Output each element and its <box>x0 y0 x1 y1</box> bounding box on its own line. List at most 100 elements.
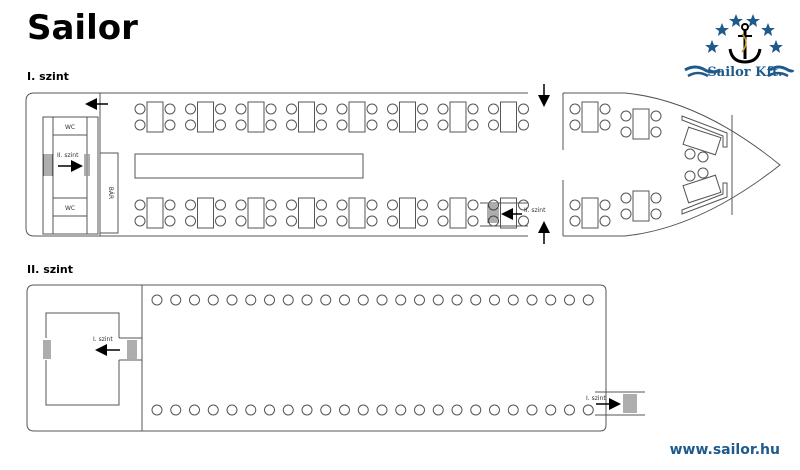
seat <box>320 294 332 306</box>
table-with-chairs <box>286 197 327 229</box>
table <box>581 101 599 133</box>
seat <box>357 404 369 416</box>
chair <box>467 215 479 227</box>
table <box>449 101 467 133</box>
table-with-chairs <box>437 101 479 133</box>
chair <box>215 119 226 131</box>
stairs-icon <box>43 154 90 176</box>
chair <box>286 215 297 227</box>
table <box>146 197 164 229</box>
seat <box>545 294 557 306</box>
chair <box>286 199 297 211</box>
seat <box>395 404 407 416</box>
table <box>247 197 265 229</box>
deck1-stairs-right-label: II. szint <box>524 207 546 214</box>
chair <box>265 119 277 131</box>
chair <box>387 199 398 211</box>
seat <box>207 294 219 306</box>
chair <box>650 126 662 138</box>
chair <box>336 215 348 227</box>
table <box>399 101 416 133</box>
chair <box>650 192 662 204</box>
deck2-stairs-left-label: I. szint <box>93 336 113 343</box>
chair <box>387 119 398 131</box>
table <box>399 197 416 229</box>
seat <box>526 294 538 306</box>
chair <box>437 215 449 227</box>
seat <box>301 404 313 416</box>
chair <box>599 215 611 227</box>
chair <box>215 103 226 115</box>
deck1-label: I. szint <box>27 70 69 83</box>
chair <box>620 192 632 204</box>
chair <box>467 119 479 131</box>
seat <box>564 404 575 416</box>
table-with-chairs <box>235 197 277 229</box>
seat <box>151 294 163 306</box>
table-with-chairs <box>569 101 611 133</box>
table <box>247 101 265 133</box>
seat <box>226 294 238 306</box>
seat <box>207 404 219 416</box>
seat <box>489 294 500 306</box>
chair <box>235 215 247 227</box>
chair <box>215 215 226 227</box>
chair <box>417 119 428 131</box>
seat <box>451 404 463 416</box>
chair <box>134 119 146 131</box>
chair <box>387 215 398 227</box>
seat <box>301 294 313 306</box>
deck1-outline <box>25 92 781 237</box>
seat <box>339 404 350 416</box>
seat <box>376 404 388 416</box>
chair <box>569 199 581 211</box>
wc-block <box>42 116 119 235</box>
table-with-chairs <box>134 197 176 229</box>
chair <box>336 103 348 115</box>
chair <box>286 119 297 131</box>
seat <box>282 404 294 416</box>
deck1-stairs-right <box>480 202 528 227</box>
table-with-chairs <box>620 190 662 222</box>
table <box>348 101 366 133</box>
seat <box>376 294 388 306</box>
chair <box>569 119 581 131</box>
table-with-chairs <box>336 101 378 133</box>
table-with-chairs <box>488 101 529 133</box>
bow-lounge <box>681 115 728 215</box>
table <box>197 197 214 229</box>
table <box>632 190 650 222</box>
chair <box>185 103 196 115</box>
seat <box>564 294 575 306</box>
table <box>197 101 214 133</box>
deck2-seats <box>151 294 594 416</box>
chair <box>316 215 327 227</box>
chair <box>437 199 449 211</box>
table <box>146 101 164 133</box>
seat <box>339 294 350 306</box>
chair <box>316 119 327 131</box>
chair <box>366 119 378 131</box>
seat <box>582 404 594 416</box>
chair <box>518 119 529 131</box>
table-with-chairs <box>336 197 378 229</box>
seat <box>264 404 275 416</box>
chair <box>437 119 449 131</box>
chair <box>599 199 611 211</box>
table <box>500 197 517 229</box>
table <box>449 197 467 229</box>
chair <box>366 103 378 115</box>
table <box>348 197 366 229</box>
seat <box>320 404 332 416</box>
buffet-table <box>134 153 364 179</box>
table-with-chairs <box>185 197 226 229</box>
seat <box>245 294 257 306</box>
page-title: Sailor <box>27 8 138 48</box>
seat <box>395 294 407 306</box>
chair <box>620 126 632 138</box>
chair <box>235 119 247 131</box>
website-url[interactable]: www.sailor.hu <box>669 442 780 458</box>
chair <box>164 199 176 211</box>
chair <box>488 103 499 115</box>
logo-text: Sailor Kft. <box>707 65 782 80</box>
